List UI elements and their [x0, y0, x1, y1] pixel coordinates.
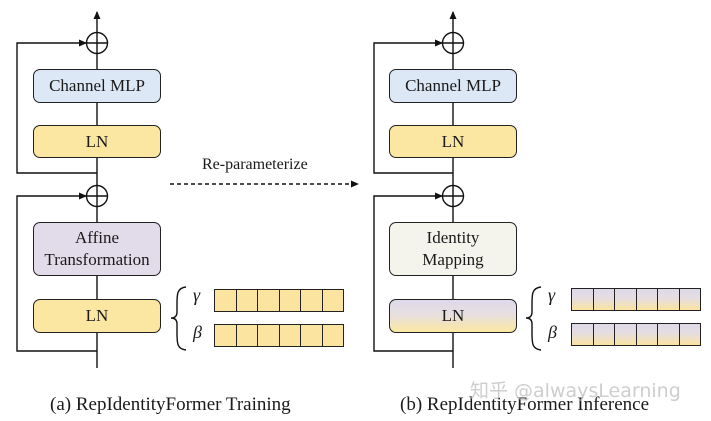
training-token-mixer-line1: Affine — [74, 228, 120, 247]
training-ln-top-block: LN — [33, 125, 161, 158]
training-gamma-vector — [214, 289, 344, 312]
vector-cell — [636, 324, 658, 345]
training-upper-skip — [16, 39, 97, 174]
vector-cell — [215, 325, 237, 346]
training-brace-icon — [170, 286, 187, 351]
training-ln-bottom-block: LN — [33, 299, 161, 333]
vector-cell — [679, 324, 700, 345]
inference-channel-mlp-block: Channel MLP — [389, 69, 517, 103]
inference-brace-icon — [525, 286, 542, 351]
vector-cell — [593, 324, 615, 345]
vector-cell — [301, 325, 323, 346]
inference-beta-symbol: β — [548, 322, 557, 342]
vector-cell — [572, 324, 594, 345]
inference-token-mixer-line2: Mapping — [422, 250, 484, 269]
vector-cell — [322, 290, 343, 311]
inference-ln-bottom-label: LN — [441, 306, 465, 325]
inference-ln-top-label: LN — [441, 131, 465, 151]
inference-beta-vector — [571, 323, 701, 346]
watermark: 知乎 @alwaysLearning — [470, 380, 681, 402]
vector-cell — [658, 289, 680, 310]
vector-cell — [636, 289, 658, 310]
inference-identity-mapping-block: Identity Mapping — [389, 222, 517, 276]
vector-cell — [215, 290, 237, 311]
vector-cell — [236, 325, 258, 346]
inference-channel-mlp-label: Channel MLP — [405, 76, 501, 95]
vector-cell — [279, 290, 301, 311]
vector-cell — [593, 289, 615, 310]
inference-caption: (b) RepIdentityFormer Inference — [400, 394, 650, 415]
training-gamma-symbol: γ — [193, 285, 201, 305]
vector-cell — [679, 289, 700, 310]
vector-cell — [236, 290, 258, 311]
vector-cell — [322, 325, 343, 346]
training-beta-vector — [214, 324, 344, 347]
training-ln-bottom-label: LN — [85, 306, 109, 325]
training-ln-top-label: LN — [85, 131, 109, 151]
vector-cell — [301, 290, 323, 311]
training-lower-skip — [16, 192, 97, 352]
inference-lower-skip — [373, 192, 453, 352]
vector-cell — [615, 324, 637, 345]
vector-cell — [572, 289, 594, 310]
vector-cell — [658, 324, 680, 345]
inference-ln-top-block: LN — [389, 125, 517, 158]
inference-upper-skip — [373, 39, 453, 174]
inference-ln-bottom-block: LN — [389, 299, 517, 333]
training-affine-transformation-block: Affine Transformation — [33, 222, 161, 276]
vector-cell — [258, 290, 280, 311]
vector-cell — [279, 325, 301, 346]
inference-gamma-vector — [571, 288, 701, 311]
inference-gamma-symbol: γ — [548, 285, 556, 305]
training-token-mixer-line2: Transformation — [44, 250, 150, 269]
reparameterize-label: Re-parameterize — [202, 156, 308, 173]
training-beta-symbol: β — [193, 322, 202, 342]
training-channel-mlp-label: Channel MLP — [49, 76, 145, 95]
vector-cell — [258, 325, 280, 346]
vector-cell — [615, 289, 637, 310]
inference-token-mixer-line1: Identity — [426, 228, 480, 247]
training-channel-mlp-block: Channel MLP — [33, 69, 161, 103]
training-caption: (a) RepIdentityFormer Training — [50, 394, 291, 415]
